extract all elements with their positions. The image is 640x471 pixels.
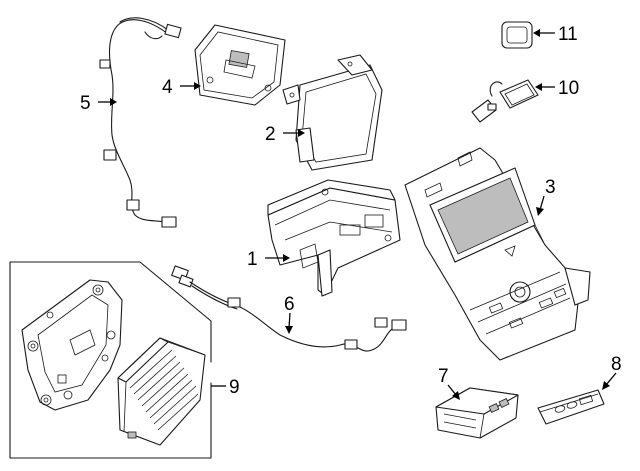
callout-1: 1	[247, 249, 258, 270]
callout-8: 8	[611, 354, 622, 375]
callout-2: 2	[265, 124, 276, 145]
callout-7: 7	[438, 366, 449, 387]
part-8-switch	[537, 389, 605, 425]
part-1-chassis	[267, 179, 401, 297]
part-9-module	[117, 337, 206, 446]
part-10-keyfob	[471, 79, 539, 123]
callout-5: 5	[80, 93, 91, 114]
part-9-inset	[9, 261, 212, 459]
callout-arrows	[98, 29, 617, 400]
part-7-module	[435, 387, 519, 439]
callout-10: 10	[558, 78, 579, 99]
callout-11: 11	[558, 24, 578, 45]
part-6-harness	[171, 265, 407, 352]
part-3-bezel	[404, 147, 591, 361]
part-4-module	[194, 24, 286, 106]
callout-9: 9	[229, 377, 240, 398]
callout-6: 6	[284, 294, 295, 315]
part-2-display	[282, 54, 383, 171]
callout-3: 3	[545, 177, 556, 198]
part-11-key	[501, 21, 533, 49]
part-5-harness	[99, 17, 182, 228]
part-9-bracket	[21, 279, 123, 411]
callout-4: 4	[162, 77, 173, 98]
